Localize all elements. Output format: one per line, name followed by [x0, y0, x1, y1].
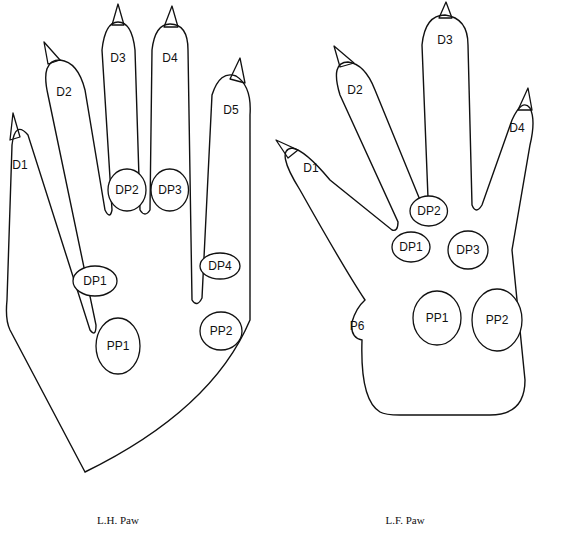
claw — [334, 46, 354, 67]
digit-label: D4 — [162, 52, 177, 64]
pad-outline — [200, 312, 242, 350]
pad-outline — [392, 232, 430, 262]
paw-shape — [270, 0, 581, 539]
paw-path — [6, 22, 250, 472]
pad: DP1 — [391, 231, 431, 263]
pad-outline — [108, 169, 146, 211]
pad-outline — [151, 169, 189, 211]
claw — [230, 58, 245, 83]
pad-label: PP2 — [486, 314, 509, 326]
paw-caption: L.F. Paw — [385, 514, 424, 526]
pad-outline — [200, 253, 240, 279]
pad-label: DP1 — [83, 275, 106, 287]
pad: PP1 — [95, 317, 141, 375]
pad-label: DP1 — [399, 241, 422, 253]
pad-outline — [472, 289, 522, 351]
pad-outline — [448, 231, 488, 269]
pad-label: DP3 — [158, 184, 181, 196]
digit-label: D5 — [223, 104, 238, 116]
pad-outline — [413, 291, 461, 345]
pad: PP1 — [412, 290, 462, 346]
digit-label: D4 — [509, 122, 524, 134]
digit-label: D2 — [56, 86, 71, 98]
pad: DP1 — [72, 265, 118, 297]
digit-label: P6 — [350, 320, 365, 332]
pad: PP2 — [471, 288, 523, 352]
pad-outline — [96, 318, 140, 374]
pad-label: DP4 — [208, 260, 231, 272]
digit-label: D1 — [12, 159, 27, 171]
pad: DP4 — [199, 252, 241, 280]
pad-label: DP2 — [417, 205, 440, 217]
digit-label: D1 — [303, 162, 318, 174]
pad: DP2 — [409, 195, 449, 227]
pad: DP3 — [150, 168, 190, 212]
pad-label: DP2 — [115, 184, 138, 196]
claw — [10, 113, 20, 140]
pad: PP2 — [199, 311, 243, 351]
paw-path — [285, 15, 533, 415]
paw-outline: L.F. Paw DP2DP1 DP3PP1 PP2 — [270, 0, 581, 539]
digit-label: D3 — [437, 34, 452, 46]
pad-outline — [73, 266, 117, 296]
paw-outline: L.H. Paw DP2 DP3DP4DP1PP2PP1 — [0, 0, 270, 539]
digit-label: D3 — [110, 52, 125, 64]
pad-outline — [410, 196, 448, 226]
pad-label: PP2 — [210, 325, 233, 337]
pad-label: DP3 — [456, 244, 479, 256]
paw-caption: L.H. Paw — [97, 514, 139, 526]
pad-label: PP1 — [426, 312, 449, 324]
pad: DP2 — [107, 168, 147, 212]
digit-label: D2 — [347, 84, 362, 96]
pad-label: PP1 — [107, 340, 130, 352]
pad: DP3 — [447, 230, 489, 270]
